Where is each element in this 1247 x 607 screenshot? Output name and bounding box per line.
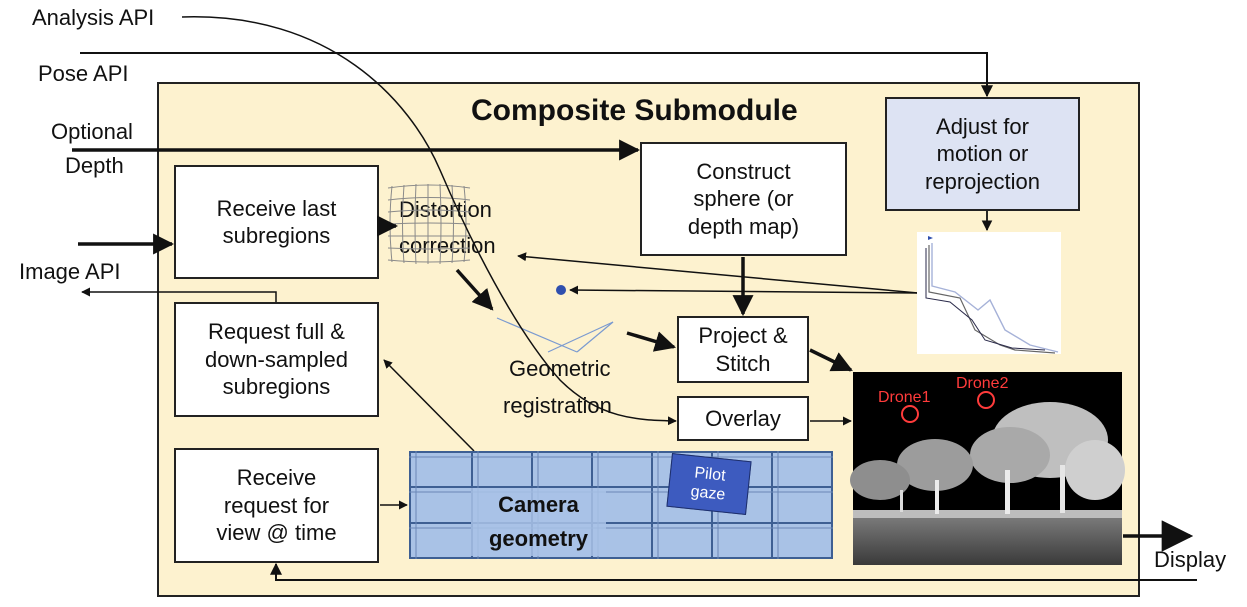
distortion-grid-icon [387, 183, 471, 265]
project-stitch-box: Project & Stitch [677, 316, 809, 383]
adjust-line-3: reprojection [925, 168, 1040, 194]
project-line-2: Stitch [715, 350, 771, 376]
thermal-image: Drone1 Drone2 [850, 372, 1125, 565]
camera-geometry-label: Camera geometry [471, 488, 606, 557]
request-full-line-1: Request full & [208, 319, 345, 345]
drone2-label: Drone2 [956, 375, 1009, 392]
receive-request-box: Receive request for view @ time [174, 448, 379, 563]
request-full-line-2: down-sampled [204, 346, 349, 372]
registration-dot [556, 285, 566, 295]
receive-request-line-1: Receive [236, 465, 317, 491]
adjust-line-1: Adjust for [936, 113, 1029, 139]
overlay-box: Overlay [677, 396, 809, 441]
motion-plot-image [917, 232, 1061, 354]
project-line-1: Project & [698, 323, 788, 348]
geometric-registration-icon [496, 317, 614, 353]
construct-line-2: sphere (or [693, 186, 794, 212]
drone1-label: Drone1 [878, 389, 931, 406]
drone1-marker [901, 405, 919, 423]
adjust-line-2: motion or [936, 141, 1029, 167]
receive-last-line-2: subregions [222, 223, 331, 248]
analysis-api-label: Analysis API [32, 5, 155, 30]
receive-last-line-1: Receive last [216, 195, 337, 221]
optional-depth-label-2: Depth [65, 153, 124, 178]
pilot-gaze-box: Pilot gaze [666, 452, 752, 516]
construct-line-1: Construct [696, 158, 791, 184]
distortion-label-1: Distortion [399, 197, 492, 222]
construct-line-3: depth map) [687, 213, 800, 239]
module-title: Composite Submodule [471, 94, 798, 127]
construct-sphere-box: Construct sphere (or depth map) [640, 142, 847, 256]
receive-request-line-3: view @ time [216, 520, 337, 546]
overlay-label: Overlay [705, 405, 781, 431]
receive-request-line-2: request for [223, 492, 330, 518]
request-full-line-3: subregions [222, 374, 331, 400]
camera-geometry-grid: Camera geometry Pilot gaze [409, 451, 833, 559]
pilot-gaze-line-2: gaze [689, 483, 727, 504]
image-api-label: Image API [19, 259, 121, 284]
optional-depth-label-1: Optional [51, 119, 133, 144]
pose-api-label: Pose API [38, 61, 129, 86]
adjust-motion-box: Adjust for motion or reprojection [885, 97, 1080, 211]
request-full-subregions-box: Request full & down-sampled subregions [174, 302, 379, 417]
camera-geometry-line-2: geometry [488, 526, 589, 552]
camera-geometry-line-1: Camera [498, 492, 579, 517]
geometric-label-1: Geometric [509, 356, 611, 381]
drone2-marker [977, 391, 995, 409]
